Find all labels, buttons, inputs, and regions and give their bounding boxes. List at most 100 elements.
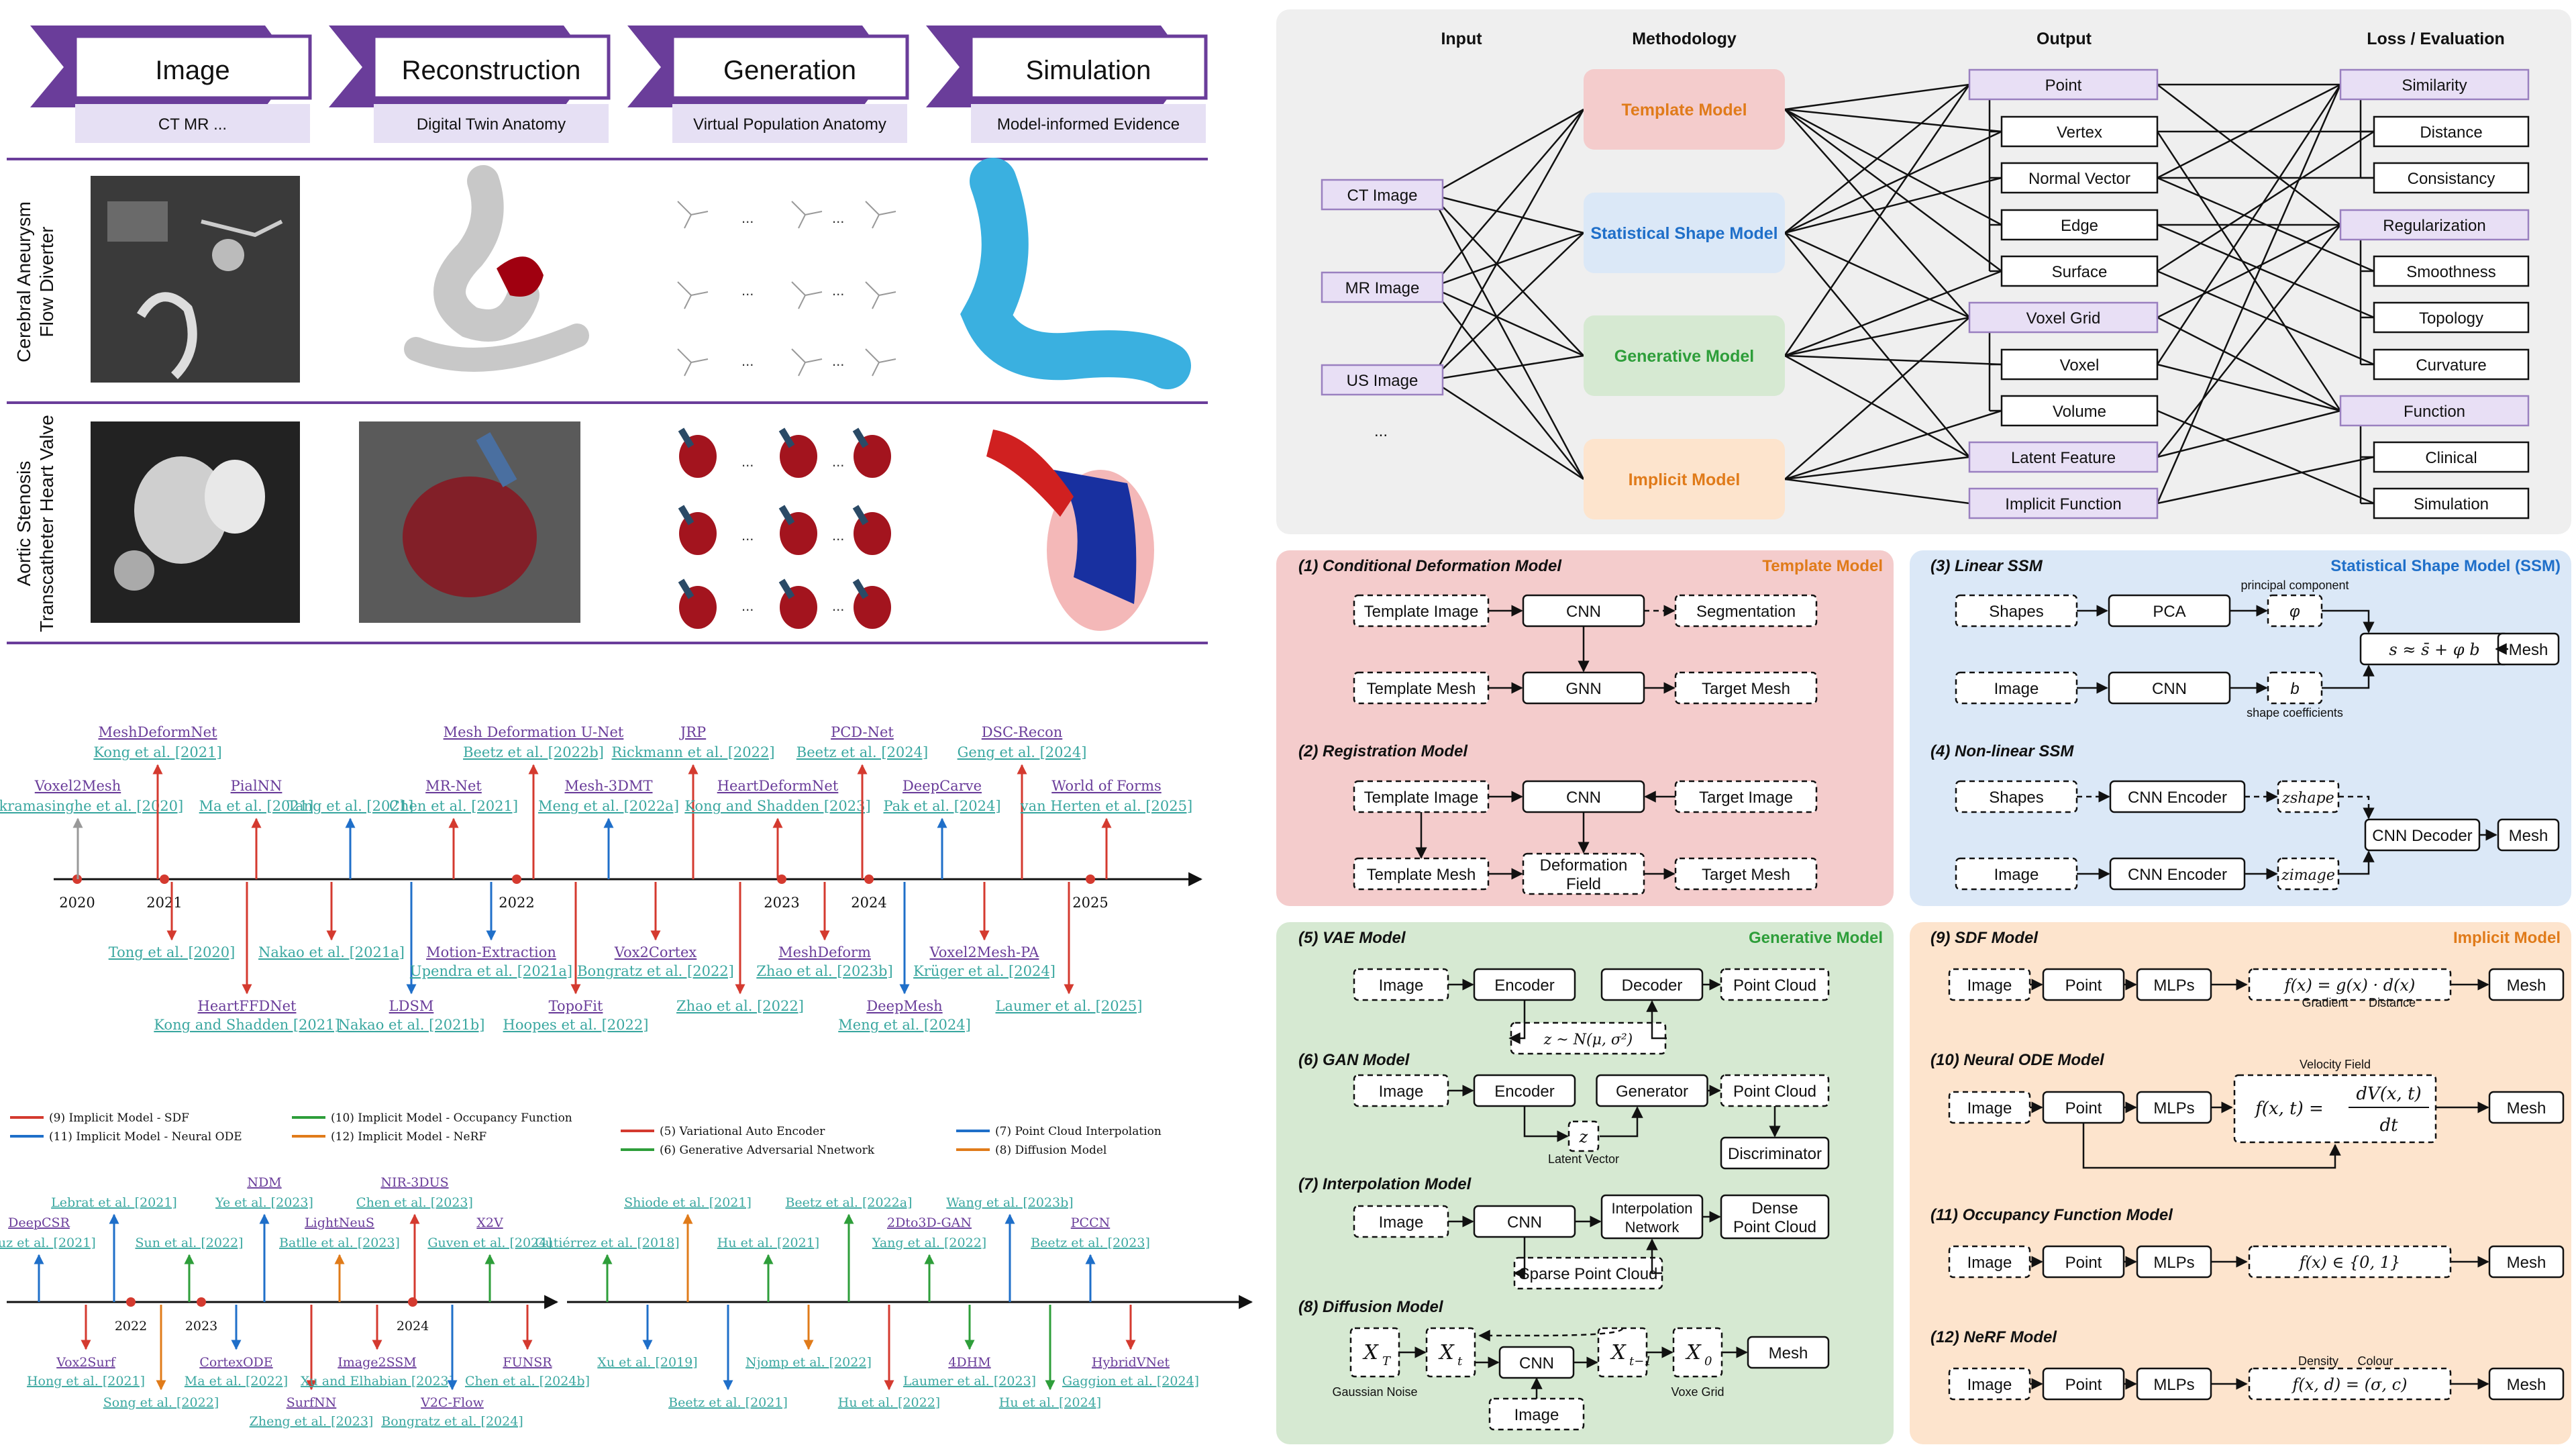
label: b [2290,680,2299,698]
loss-node: Smoothness [2373,255,2530,287]
row-label-line: Aortic Stenosis [13,461,34,587]
annotation: Colour [2357,1354,2393,1368]
label: Image [1994,680,2039,698]
label: Topology [2419,309,2483,328]
label: Implicit Function [2005,495,2121,513]
year-label: 2020 [59,895,95,911]
label: X [1610,1341,1627,1364]
ellipsis: ... [832,352,844,369]
ellipsis: ... [832,453,844,470]
loss-node: Function [2339,395,2530,427]
diagram-box: Segmentation [1674,594,1818,628]
diagram-box: f(x) ∈ {0, 1} [2248,1245,2452,1279]
label: Generative Model [1614,347,1754,366]
event-citation: Ye et al. [2023] [215,1195,313,1210]
event-citation: Hong et al. [2021] [27,1374,145,1389]
event-citation: Laumer et al. [2025] [995,998,1142,1014]
label: X [1438,1341,1455,1364]
timelines: 202020212022202320242025Voxel2MeshWickra… [0,724,1253,1429]
method-node: Statistical Shape Model [1584,193,1785,273]
diagram-box: f(x) = g(x) · d(x) [2248,968,2452,1001]
label: Statistical Shape Model [1590,224,1778,243]
diagram-box: PCA [2108,594,2231,628]
year-label: 2023 [185,1319,217,1334]
label: φ [2289,603,2300,621]
label: Dense [1751,1199,1798,1217]
ellipsis: ... [832,209,844,226]
diagram-box: Shapes [1955,594,2078,628]
event-name: MeshDeform [778,944,871,960]
diagram-box: Point [2042,968,2125,1001]
label: Shapes [1989,789,2043,807]
stage-title: Reconstruction [402,56,581,85]
output-node: Volume [2000,395,2159,427]
stage-subtitle: CT MR ... [158,115,227,134]
label: Deformation [1540,856,1628,875]
diagram-box: Mesh [2488,968,2565,1001]
annotation: Gaussian Noise [1332,1385,1417,1399]
virtual-population-hearts: ... ... ... ... ... ... [678,428,891,629]
diagram-box: CNN [1498,1346,1575,1379]
virtual-population-vessels [677,201,896,377]
event-name: LightNeuS [305,1215,374,1230]
event-citation: Beetz et al. [2023] [1031,1236,1150,1250]
panel-implicit-model: Implicit Model (9) SDF Model (10) Neural… [1910,922,2571,1444]
event-citation: Ma et al. [2022] [185,1374,288,1389]
latent-state-box: X [1425,1327,1476,1378]
event-citation: Beetz et al. [2022b] [463,744,604,760]
diagram-box: Template Image [1353,594,1490,628]
header-output: Output [2037,30,2092,48]
label: Latent Feature [2011,449,2116,467]
legend-label: (11) Implicit Model - Neural ODE [49,1130,242,1144]
event-citation: Zhao et al. [2023b] [756,963,892,979]
diagram-box: f(x, d) = (σ, c) [2248,1367,2452,1401]
loss-node: Distance [2373,115,2530,148]
label: X [1685,1341,1702,1364]
vessel-3d-model [404,165,589,372]
label: Field [1566,875,1601,893]
diagram-box: zshape [2277,780,2340,813]
diagram-box: Mesh [2497,818,2560,852]
legend: (9) Implicit Model - SDF(11) Implicit Mo… [10,1111,572,1144]
event-name: SurfNN [287,1395,337,1410]
diagram-box: Template Mesh [1353,857,1490,891]
diagram-box: CNN [1473,1205,1576,1238]
event-name: LDSM [389,998,434,1014]
annotation: Velocity Field [2300,1058,2371,1071]
event-citation: Rickmann et al. [2022] [611,744,774,760]
event-name: 4DHM [948,1355,990,1370]
model-title: (10) Neural ODE Model [1930,1051,2105,1069]
event-citation: Hu et al. [2021] [717,1236,819,1250]
event-citation: Zheng et al. [2023] [250,1414,374,1429]
header-input: Input [1441,30,1482,48]
label: Image [1967,1376,2012,1394]
label: MLPs [2153,1099,2194,1117]
label: Network [1625,1219,1680,1236]
label: MR Image [1345,279,1420,297]
event-name: Mesh Deformation U-Net [444,724,624,740]
label: US Image [1347,372,1419,390]
event-name: DSC-Recon [982,724,1063,740]
event-citation: Lebrat et al. [2021] [51,1195,177,1210]
ct-image-aortic [91,421,300,623]
event-citation: Krüger et al. [2024] [913,963,1055,979]
year-dot [408,1297,417,1307]
event-citation: Beetz et al. [2024] [796,744,928,760]
label: MLPs [2153,1376,2194,1394]
diagram-box: CNN [1522,594,1645,628]
label: CNN Decoder [2372,827,2472,845]
model-title: (1) Conditional Deformation Model [1298,557,1562,575]
row-label-aneurysm: Cerebral Aneurysm Flow Diverter [13,201,57,362]
output-node: Vertex [2000,115,2159,148]
diagram-box: Target Mesh [1674,857,1818,891]
ellipsis: ... [741,453,754,470]
event-citation: Meng et al. [2024] [838,1017,971,1033]
latent-state-box: X [1349,1327,1400,1378]
event-citation: Geng et al. [2024] [958,744,1087,760]
label: Voxel [2060,356,2100,374]
event-name: V2C-Flow [420,1395,484,1410]
diagram-box: Decoder [1600,968,1704,1001]
